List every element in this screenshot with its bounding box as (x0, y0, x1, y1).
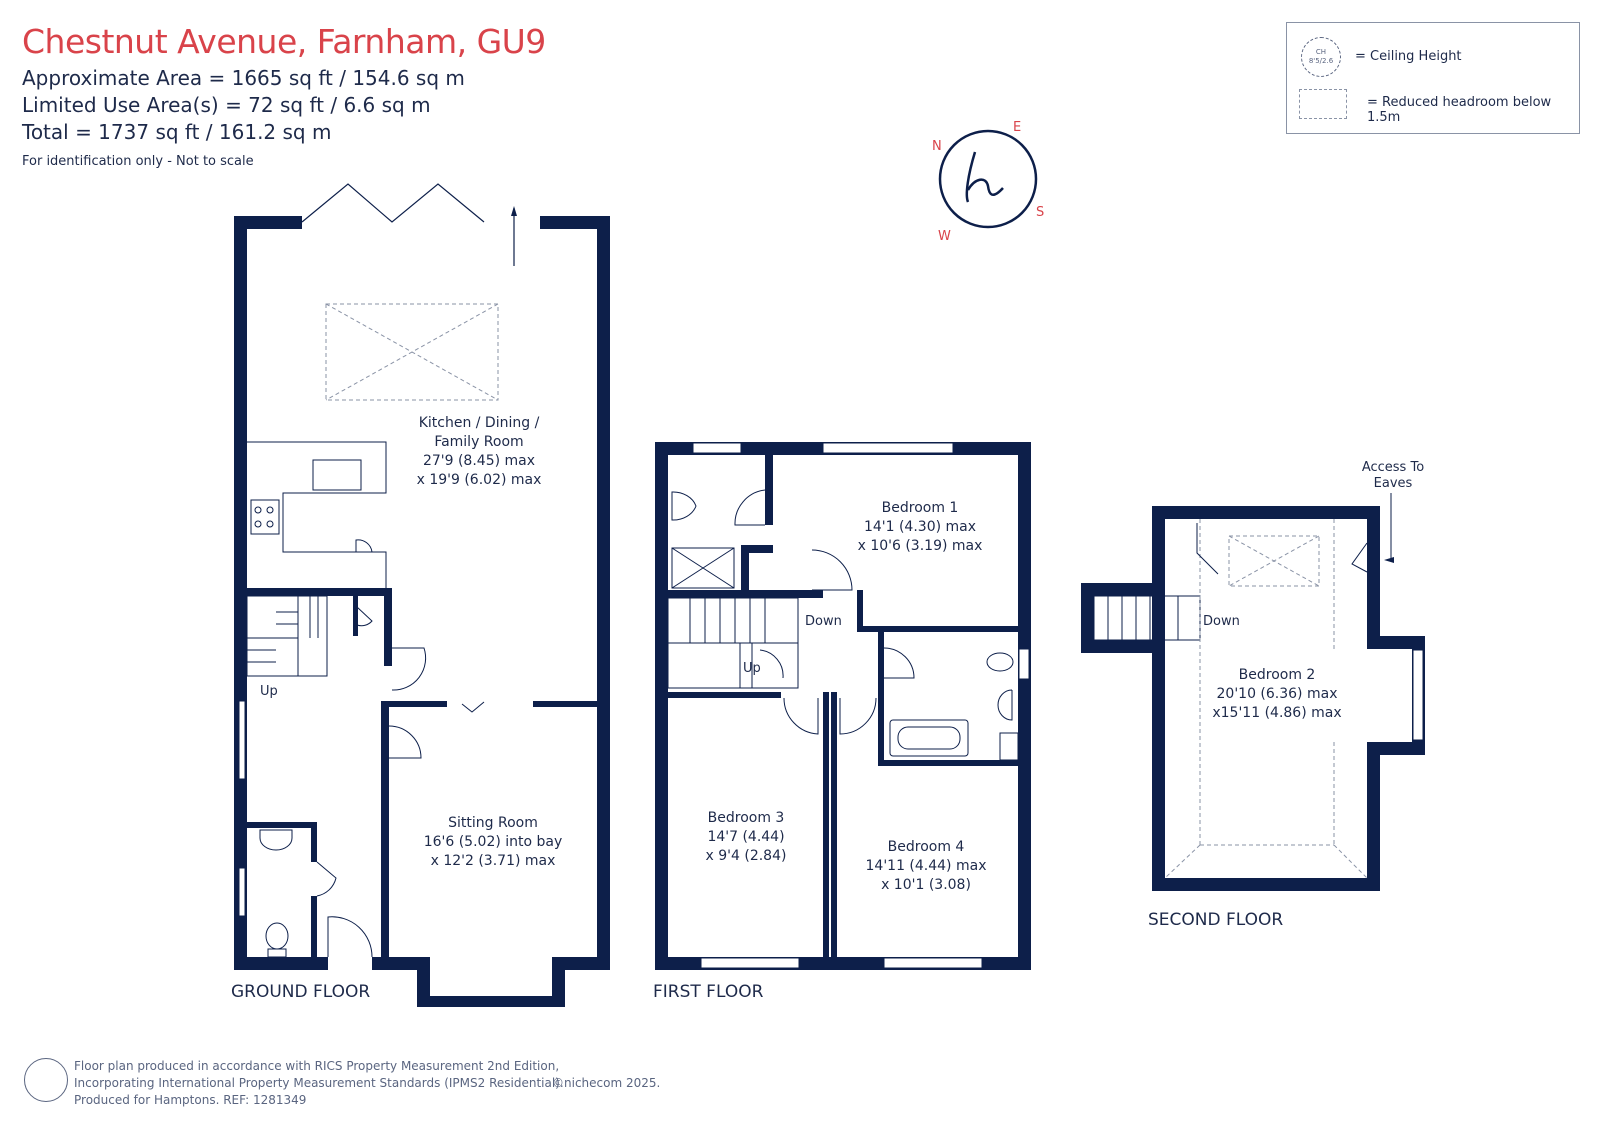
second-floor-doors (1196, 523, 1368, 575)
bed2-name: Bedroom 2 (1239, 667, 1316, 683)
bed2-dim1: 20'10 (6.36) max (1217, 686, 1338, 702)
first-bath-fixtures (671, 491, 1019, 761)
ground-stairs (246, 595, 328, 677)
compass-w: W (938, 229, 951, 244)
kitchen-dim2: x 19'9 (6.02) max (417, 472, 542, 488)
first-down-label: Down (805, 614, 842, 629)
bifold-door (301, 183, 485, 223)
bed3-name: Bedroom 3 (708, 810, 785, 826)
ceiling-height-icon: CH 8'5/2.6 (1301, 37, 1341, 77)
reduced-headroom-swatch (1299, 89, 1347, 119)
total-area: Total = 1737 sq ft / 161.2 sq m (22, 120, 332, 144)
ground-floor-label: GROUND FLOOR (231, 982, 370, 1002)
kitchen-units (247, 441, 387, 588)
sitting-dim1: 16'6 (5.02) into bay (424, 834, 563, 850)
reduced-headroom-outline (1164, 519, 1368, 879)
compass-e: E (1013, 120, 1021, 135)
second-stairs (1093, 595, 1201, 641)
approximate-area: Approximate Area = 1665 sq ft / 154.6 sq… (22, 66, 465, 90)
bed3-dim2: x 9'4 (2.84) (706, 848, 787, 864)
legend: CH 8'5/2.6 = Ceiling Height = Reduced he… (1286, 22, 1580, 134)
identification-note: For identification only - Not to scale (22, 154, 254, 169)
legend-ceiling-height: = Ceiling Height (1355, 49, 1462, 64)
compass-n: N (932, 139, 942, 154)
copyright: ©nichecom 2025. (552, 1076, 661, 1090)
eaves-label-1: Access To (1362, 460, 1424, 475)
compass-s: S (1036, 205, 1044, 220)
ground-floor (234, 216, 610, 1007)
first-floor-windows (692, 442, 1030, 969)
bed4-dim1: 14'11 (4.44) max (866, 858, 987, 874)
first-stairs (667, 597, 799, 689)
first-up-label: Up (743, 661, 761, 676)
bed4-dim2: x 10'1 (3.08) (881, 877, 971, 893)
bed1-dim2: x 10'6 (3.19) max (858, 538, 983, 554)
page-title: Chestnut Avenue, Farnham, GU9 (22, 22, 546, 61)
kitchen-dim1: 27'9 (8.45) max (423, 453, 535, 469)
footer-notes: Floor plan produced in accordance with R… (74, 1059, 564, 1107)
kitchen-name: Kitchen / Dining / (419, 415, 540, 431)
ground-doors (238, 606, 485, 958)
legend-reduced-headroom: = Reduced headroom below 1.5m (1367, 95, 1552, 125)
bed4-name: Bedroom 4 (888, 839, 965, 855)
bed3-dim1: 14'7 (4.44) (707, 829, 784, 845)
first-floor-doors (734, 489, 915, 735)
wc-fixtures (259, 829, 293, 958)
skylight (325, 303, 499, 401)
ground-up-label: Up (260, 684, 278, 699)
info-person-icon (24, 1058, 68, 1102)
second-down-label: Down (1203, 614, 1240, 629)
bed1-dim1: 14'1 (4.30) max (864, 519, 976, 535)
bed1-name: Bedroom 1 (882, 500, 959, 516)
first-floor-label: FIRST FLOOR (653, 982, 764, 1002)
sitting-dim2: x 12'2 (3.71) max (431, 853, 556, 869)
limited-use-area: Limited Use Area(s) = 72 sq ft / 6.6 sq … (22, 93, 431, 117)
second-floor-label: SECOND FLOOR (1148, 910, 1283, 930)
eaves-label-2: Eaves (1374, 476, 1413, 491)
sitting-name: Sitting Room (448, 815, 538, 831)
compass-logo: N E S W (932, 120, 1044, 244)
bed2-dim2: x15'11 (4.86) max (1212, 705, 1341, 721)
kitchen-subname: Family Room (434, 434, 523, 450)
